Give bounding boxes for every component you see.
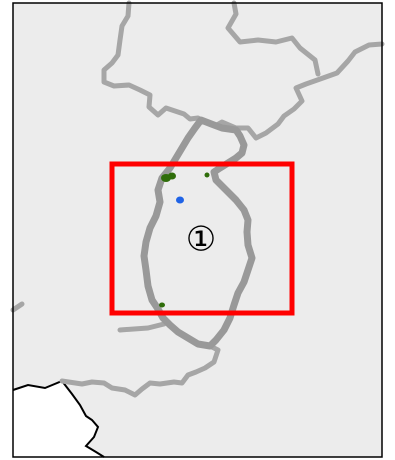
- map-border: [12, 2, 383, 458]
- green-marker[interactable]: [204, 172, 210, 178]
- region-label: ①: [186, 220, 216, 260]
- green-markers: [159, 172, 210, 308]
- green-marker[interactable]: [159, 302, 165, 308]
- coastline: [12, 379, 105, 458]
- blue-marker[interactable]: [176, 196, 184, 204]
- sea-area: [13, 381, 104, 457]
- green-marker[interactable]: [168, 172, 176, 180]
- selection-box[interactable]: [109, 161, 295, 316]
